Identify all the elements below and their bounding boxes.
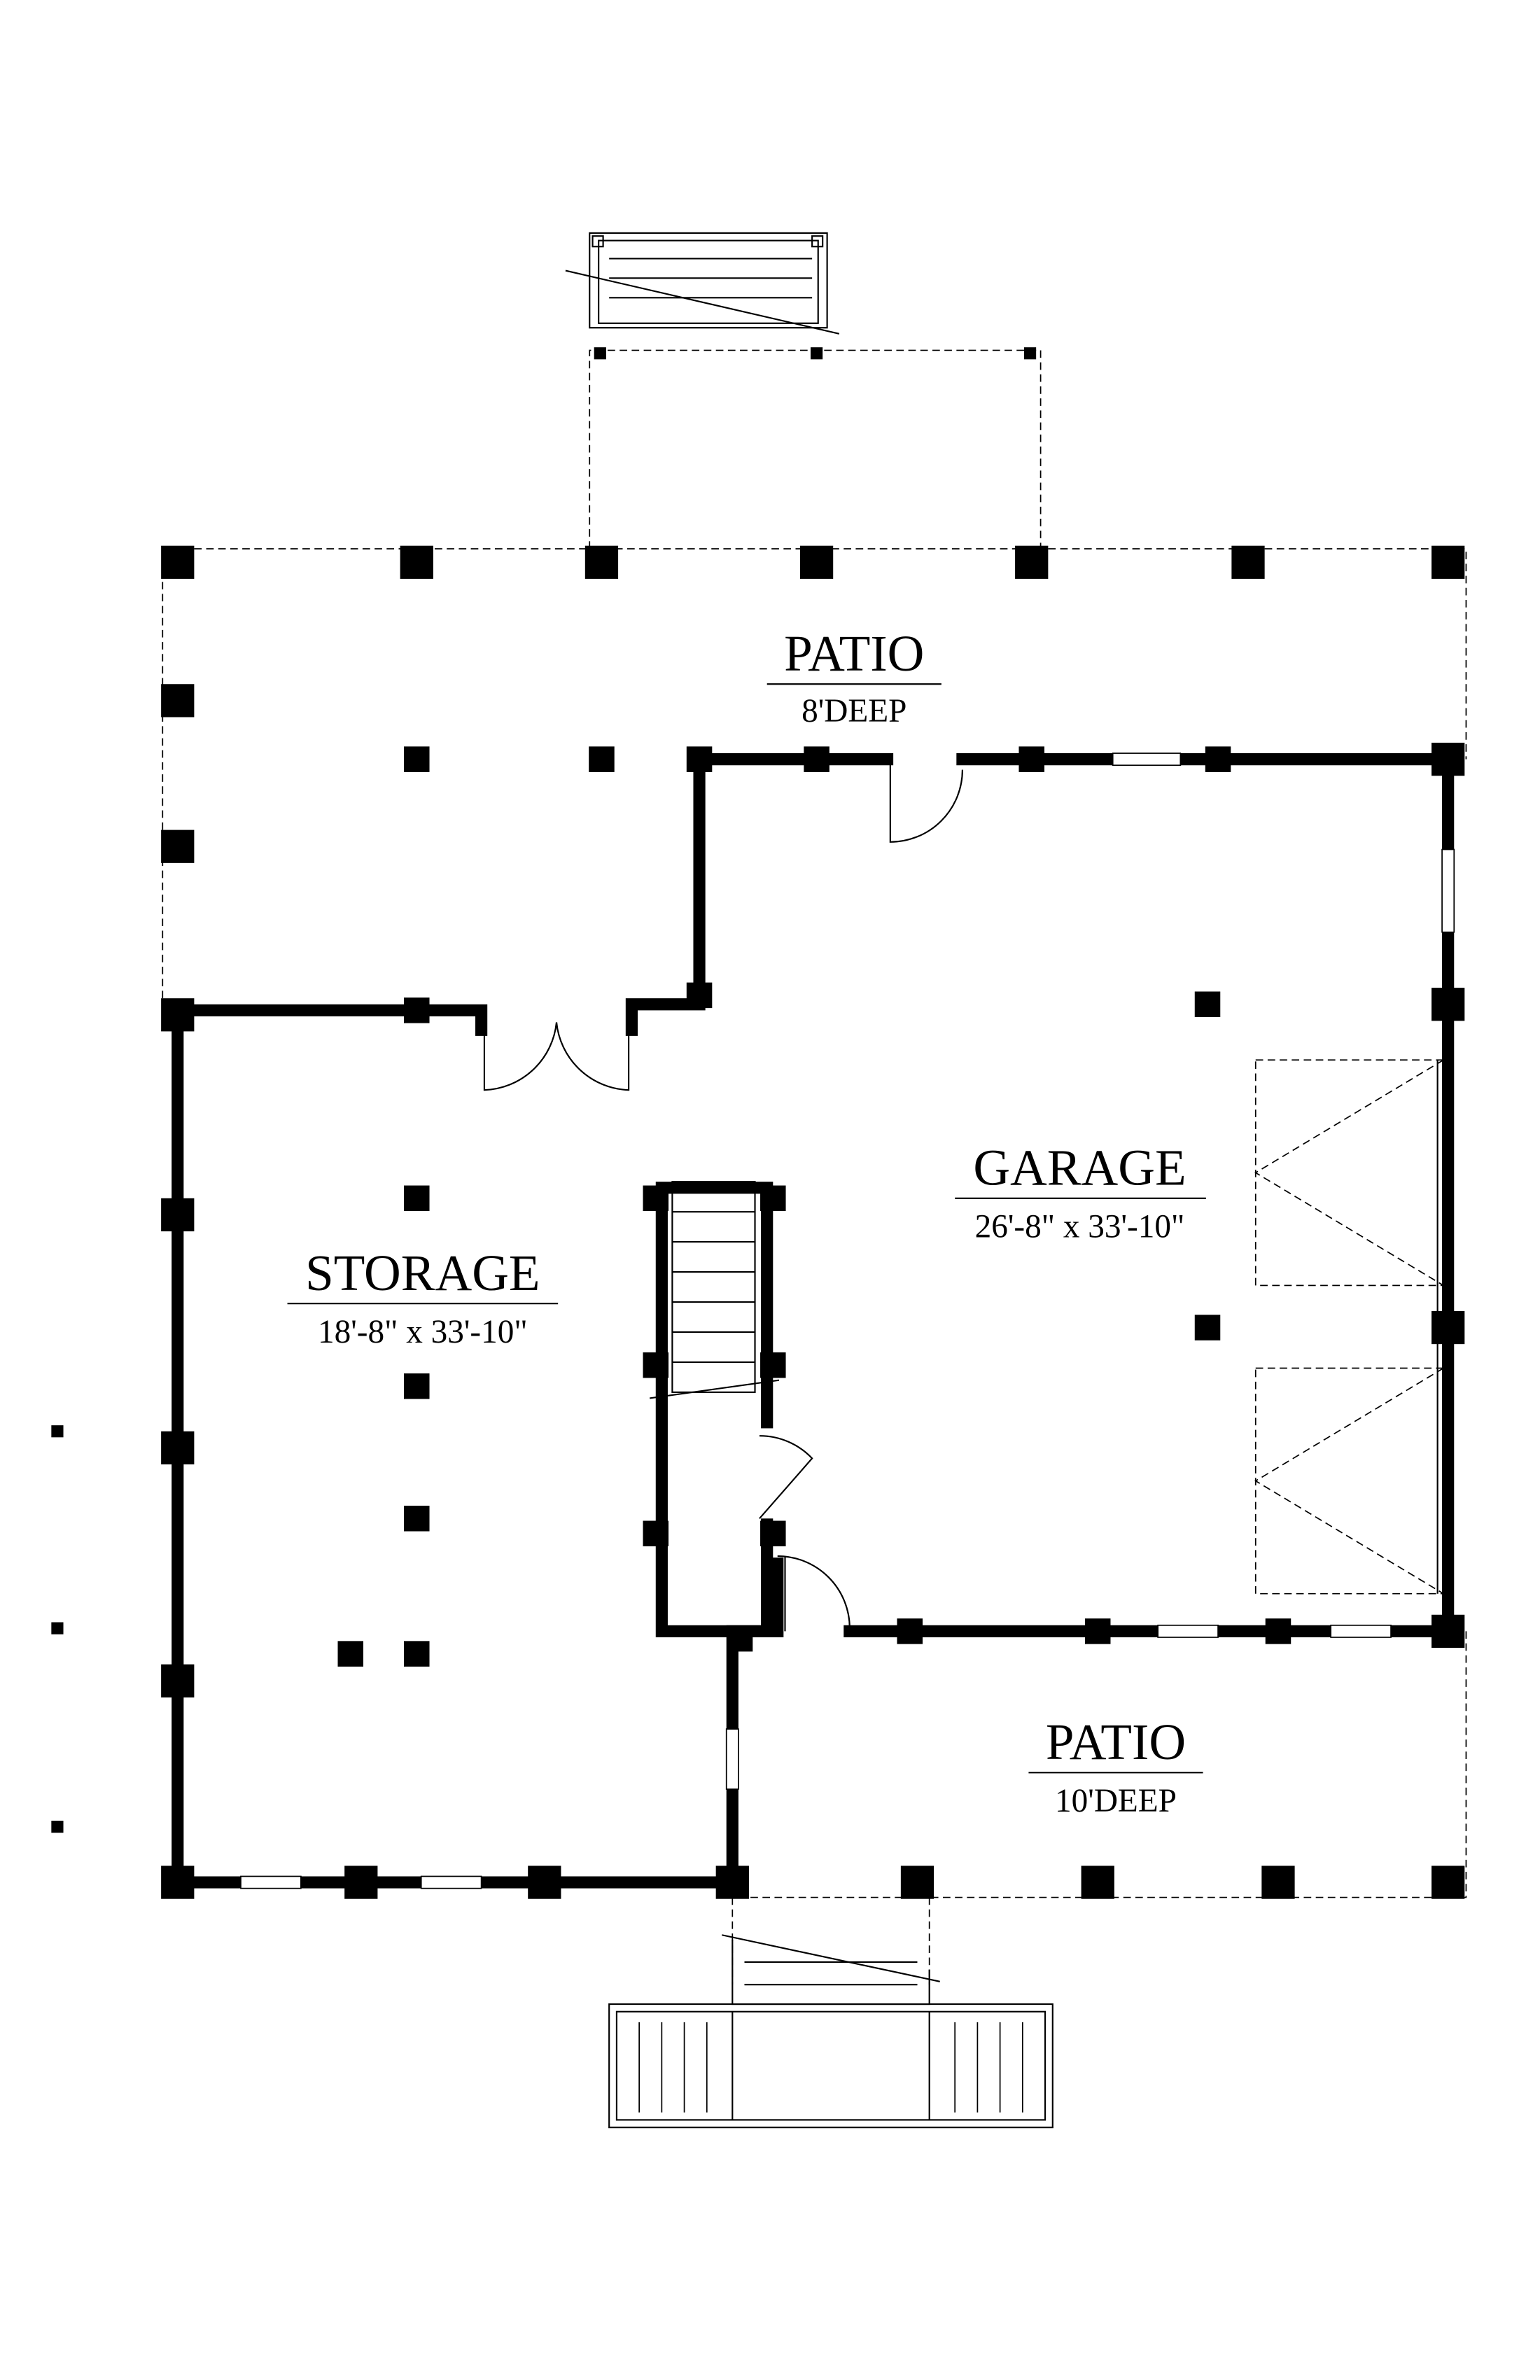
room-size: 8'DEEP (802, 693, 906, 729)
room-name: PATIO (1046, 1714, 1186, 1770)
column (727, 1625, 753, 1652)
columns (51, 545, 1465, 1899)
column (161, 1865, 195, 1899)
column (161, 545, 195, 579)
column (686, 746, 713, 772)
label-patio-bottom: PATIO 10'DEEP (1028, 1714, 1203, 1819)
column (715, 1865, 749, 1899)
column (404, 1506, 430, 1532)
column (643, 1352, 669, 1378)
column (1205, 746, 1231, 772)
column (161, 1198, 195, 1232)
column (760, 1185, 786, 1212)
column (900, 1865, 934, 1899)
column (799, 545, 834, 579)
column (1265, 1618, 1292, 1644)
column (643, 1185, 669, 1212)
column (1018, 746, 1044, 772)
column (344, 1865, 378, 1899)
column (161, 998, 195, 1032)
column (1432, 545, 1465, 579)
column (584, 545, 619, 579)
column (1084, 1618, 1111, 1644)
patio-outline-top (162, 548, 1467, 1011)
column (161, 684, 195, 718)
column (589, 746, 615, 772)
room-name: STORAGE (305, 1245, 540, 1301)
column (1432, 1865, 1465, 1899)
column (1432, 988, 1465, 1021)
label-garage: GARAGE 26'-8" x 33'-10" (955, 1139, 1206, 1245)
bottom-stairs (608, 1934, 1054, 2129)
room-name: PATIO (784, 625, 924, 682)
column (760, 1520, 786, 1547)
column (404, 746, 430, 772)
interior-stair (650, 1181, 780, 1399)
column (1432, 1614, 1465, 1648)
column (804, 746, 830, 772)
top-porch-outline (589, 347, 1042, 549)
column (1194, 1315, 1221, 1340)
column (161, 1431, 195, 1464)
column (337, 1641, 364, 1667)
column (1015, 545, 1049, 579)
room-size: 10'DEEP (1055, 1783, 1177, 1819)
column (643, 1520, 669, 1547)
column (161, 1664, 195, 1698)
column (161, 830, 195, 863)
column (1432, 743, 1465, 776)
column (404, 1641, 430, 1667)
column (1231, 545, 1265, 579)
room-name: GARAGE (973, 1139, 1186, 1196)
column (51, 1622, 64, 1634)
column (528, 1865, 561, 1899)
column (404, 1185, 430, 1212)
column (51, 1821, 64, 1833)
column (897, 1618, 923, 1644)
column (51, 1425, 64, 1438)
room-size: 26'-8" x 33'-10" (975, 1209, 1185, 1245)
column (1432, 1310, 1465, 1345)
doors (483, 759, 963, 1632)
column (1194, 991, 1221, 1018)
top-stairs (565, 232, 840, 335)
column (400, 545, 433, 579)
label-storage: STORAGE 18'-8" x 33'-10" (287, 1245, 559, 1350)
label-patio-top: PATIO 8'DEEP (766, 625, 941, 729)
column (1261, 1865, 1295, 1899)
room-size: 18'-8" x 33'-10" (318, 1314, 528, 1350)
column (760, 1352, 786, 1378)
column (404, 997, 430, 1023)
column (1081, 1865, 1114, 1899)
garage-doors (1254, 1059, 1445, 1595)
column (404, 1373, 430, 1399)
column (686, 982, 713, 1009)
